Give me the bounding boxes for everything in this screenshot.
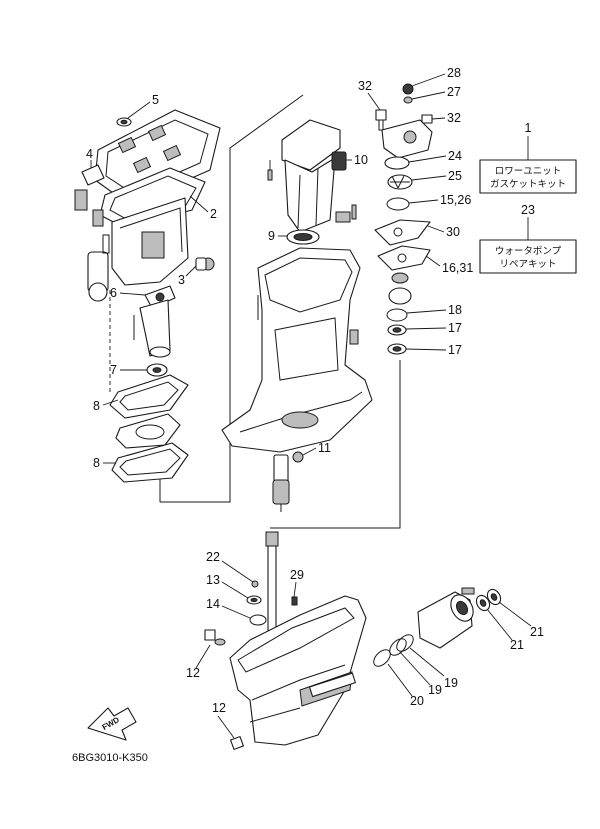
callout-21a: 21 bbox=[510, 638, 524, 652]
callout-20: 20 bbox=[410, 694, 424, 708]
callout-17a: 17 bbox=[448, 321, 462, 335]
callout-24: 24 bbox=[448, 149, 462, 163]
callout-18: 18 bbox=[448, 303, 462, 317]
kit-gasket-line1: ロワーユニット bbox=[495, 166, 562, 177]
fwd-arrow-icon: FWD bbox=[87, 707, 137, 741]
callout-3: 3 bbox=[178, 273, 185, 287]
callout-32a: 32 bbox=[358, 79, 372, 93]
callout-12b: 12 bbox=[212, 701, 226, 715]
callout-25: 25 bbox=[448, 169, 462, 183]
callout-8a: 8 bbox=[93, 399, 100, 413]
callout-12a: 12 bbox=[186, 666, 200, 680]
callout-2: 2 bbox=[210, 207, 217, 221]
callout-30: 30 bbox=[446, 225, 460, 239]
callout-27: 27 bbox=[447, 85, 461, 99]
callout-22: 22 bbox=[206, 550, 220, 564]
callout-19b: 19 bbox=[444, 676, 458, 690]
callout-4: 4 bbox=[86, 147, 93, 161]
gear-case-assembly bbox=[204, 531, 502, 750]
callout-13: 13 bbox=[206, 573, 220, 587]
callout-15-26: 15,26 bbox=[440, 193, 471, 207]
kit-box-gasket: ロワーユニット ガスケットキット 1 bbox=[479, 121, 577, 194]
callout-32b: 32 bbox=[447, 111, 461, 125]
drive-shaft-housing bbox=[221, 119, 373, 512]
callout-19a: 19 bbox=[428, 683, 442, 697]
callout-16-31: 16,31 bbox=[442, 261, 473, 275]
kit-pump-line2: リペアキット bbox=[499, 259, 556, 270]
callout-5: 5 bbox=[152, 93, 159, 107]
kit-box-water-pump: ウォータポンプ リペアキット 23 bbox=[479, 203, 577, 274]
callout-11: 11 bbox=[318, 441, 331, 455]
callout-6: 6 bbox=[110, 286, 117, 300]
callouts: 5 4 2 3 6 7 8 8 9 10 11 32 28 bbox=[86, 66, 544, 739]
callout-29: 29 bbox=[290, 568, 304, 582]
callout-10: 10 bbox=[354, 153, 368, 167]
group-brackets bbox=[159, 94, 401, 529]
callout-9: 9 bbox=[268, 229, 275, 243]
callout-14: 14 bbox=[206, 597, 220, 611]
callout-kit-gasket: 1 bbox=[525, 121, 532, 135]
diagram-code: 6BG3010-K350 bbox=[72, 752, 148, 764]
callout-21b: 21 bbox=[530, 625, 544, 639]
upper-casing-assembly bbox=[74, 109, 221, 483]
callout-28: 28 bbox=[447, 66, 461, 80]
callout-8b: 8 bbox=[93, 456, 100, 470]
kit-pump-line1: ウォータポンプ bbox=[495, 246, 562, 257]
callout-17b: 17 bbox=[448, 343, 462, 357]
water-pump-assembly bbox=[374, 83, 433, 355]
callout-7: 7 bbox=[110, 363, 117, 377]
kit-gasket-line2: ガスケットキット bbox=[490, 179, 566, 190]
callout-kit-pump: 23 bbox=[521, 203, 535, 217]
